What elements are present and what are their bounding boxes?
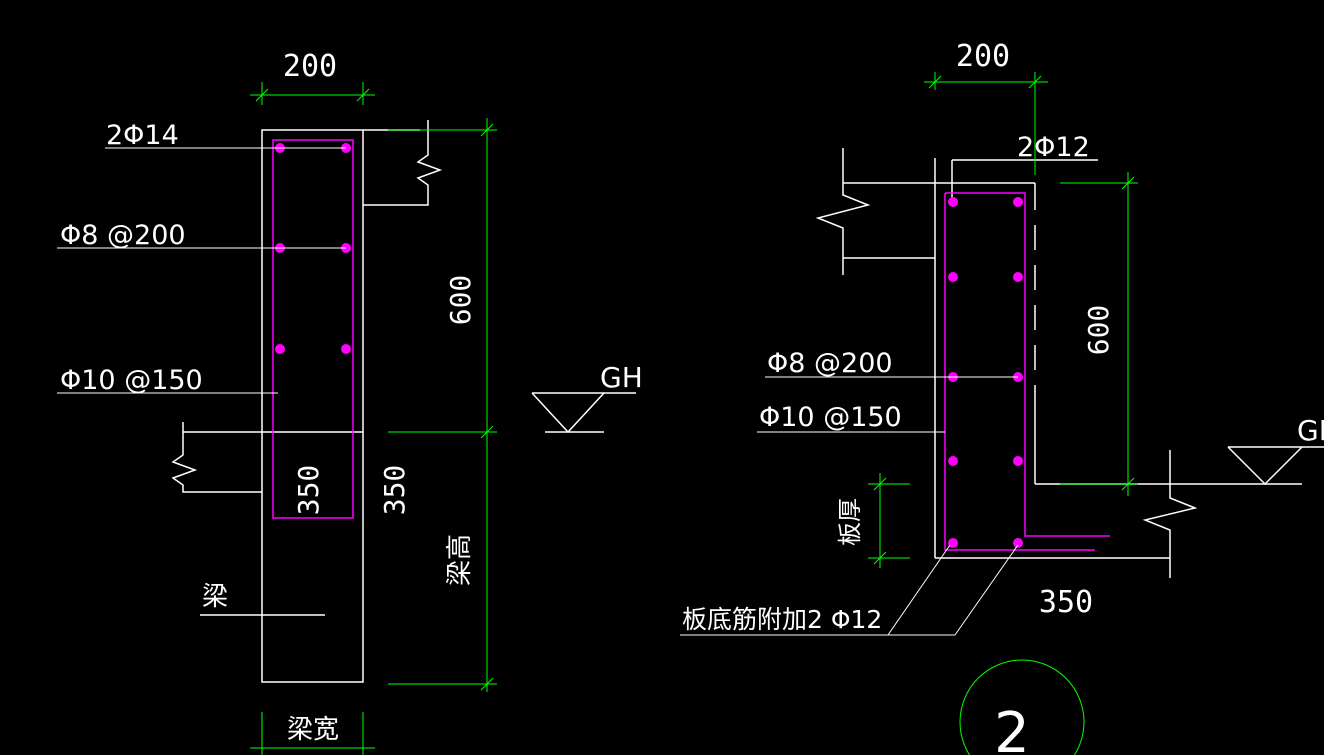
rebar-dot [1013, 538, 1023, 548]
left-detail: 200 2Φ14 Φ8 @200 Φ10 @150 600 350 350 梁高… [57, 49, 643, 755]
rebar-dot [1013, 197, 1023, 207]
left-dimensions [250, 82, 497, 755]
left-depth-b: 350 [378, 465, 411, 516]
right-side-bar-label: Φ10 @150 [759, 402, 902, 433]
left-level-mark: GH [600, 361, 643, 394]
right-level-symbol [1227, 446, 1324, 486]
rebar-dot [275, 344, 285, 354]
left-rebar-cage [272, 139, 354, 519]
rebar-dot [948, 456, 958, 466]
rebar-dot [948, 538, 958, 548]
right-bottom-dim: 350 [1039, 585, 1093, 620]
right-rebar-top-label: 2Φ12 [1017, 132, 1090, 163]
rebar-dot [1013, 272, 1023, 282]
left-beam-outline [171, 120, 443, 683]
left-width-dim: 200 [283, 49, 337, 84]
left-beam-label: 梁 [202, 582, 228, 612]
right-beam-outline [815, 148, 1302, 578]
right-rebar-cage [944, 192, 1110, 551]
right-detail: 200 2Φ12 600 Φ8 @200 Φ10 @150 板厚 板底筋附加2 … [680, 39, 1324, 755]
left-level-symbol [531, 392, 636, 434]
rebar-dot [1013, 456, 1023, 466]
detail-number: 2 [994, 701, 1030, 755]
detail-number-circle [959, 659, 1085, 755]
right-slab-thickness-label: 板厚 [836, 498, 864, 546]
rebar-dot [948, 272, 958, 282]
right-slab-bottom-note: 板底筋附加2 Φ12 [682, 605, 882, 634]
right-width-dim: 200 [956, 39, 1010, 74]
right-rebar-dots [948, 197, 1023, 548]
left-depth-a: 350 [292, 465, 325, 516]
left-leaders [57, 147, 346, 394]
left-rebar-top-label: 2Φ14 [106, 120, 179, 151]
right-level-mark: GH [1297, 414, 1324, 447]
left-stirrup-label: Φ8 @200 [60, 220, 186, 251]
right-dimensions [868, 72, 1138, 755]
rebar-dot [948, 197, 958, 207]
right-stirrup-label: Φ8 @200 [767, 348, 893, 379]
right-height-dim: 600 [1082, 305, 1115, 356]
left-height-dim: 600 [444, 275, 477, 326]
left-beam-width-label: 梁宽 [287, 715, 339, 745]
right-leaders [680, 376, 1019, 636]
left-side-bar-label: Φ10 @150 [60, 365, 203, 396]
left-beam-height-label: 梁高 [445, 534, 475, 586]
rebar-dot [341, 344, 351, 354]
